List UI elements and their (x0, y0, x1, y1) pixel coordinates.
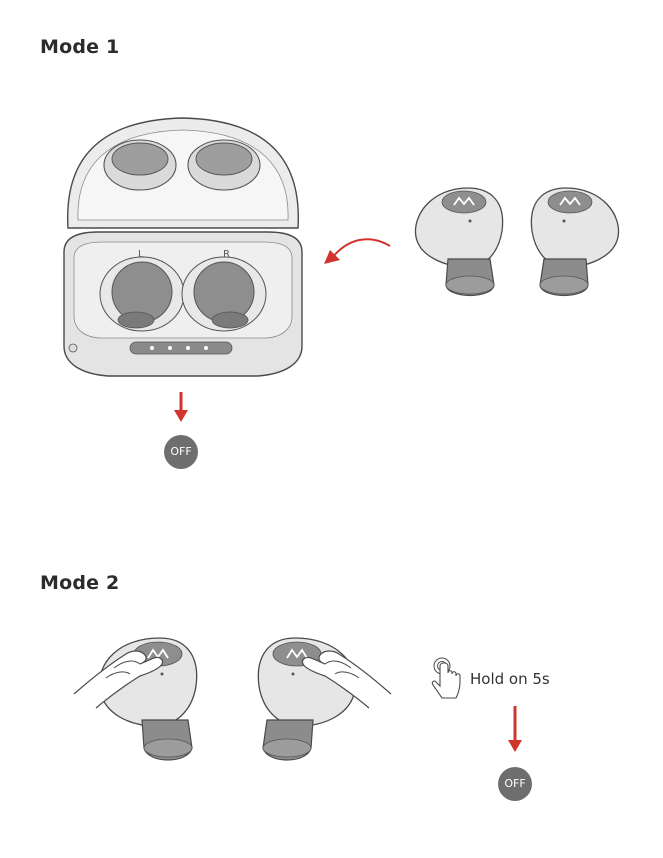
right-earbud-hand-illustration (257, 637, 392, 761)
left-slot-label: L (138, 249, 144, 260)
hold-instruction-text: Hold on 5s (470, 670, 550, 688)
tap-hand-icon (431, 657, 461, 699)
right-slot-label: R (223, 249, 230, 260)
mode-2-heading: Mode 2 (40, 572, 120, 594)
off-badge: OFF (164, 435, 198, 469)
down-arrow-icon (508, 706, 522, 752)
curved-arrow-icon (324, 238, 391, 264)
left-earbud-hand-illustration (73, 637, 198, 761)
off-badge: OFF (498, 767, 532, 801)
earbuds-illustration (414, 187, 620, 296)
charging-case-illustration: L R (63, 117, 303, 377)
down-arrow-icon (174, 392, 188, 422)
mode-1-heading: Mode 1 (40, 36, 120, 58)
